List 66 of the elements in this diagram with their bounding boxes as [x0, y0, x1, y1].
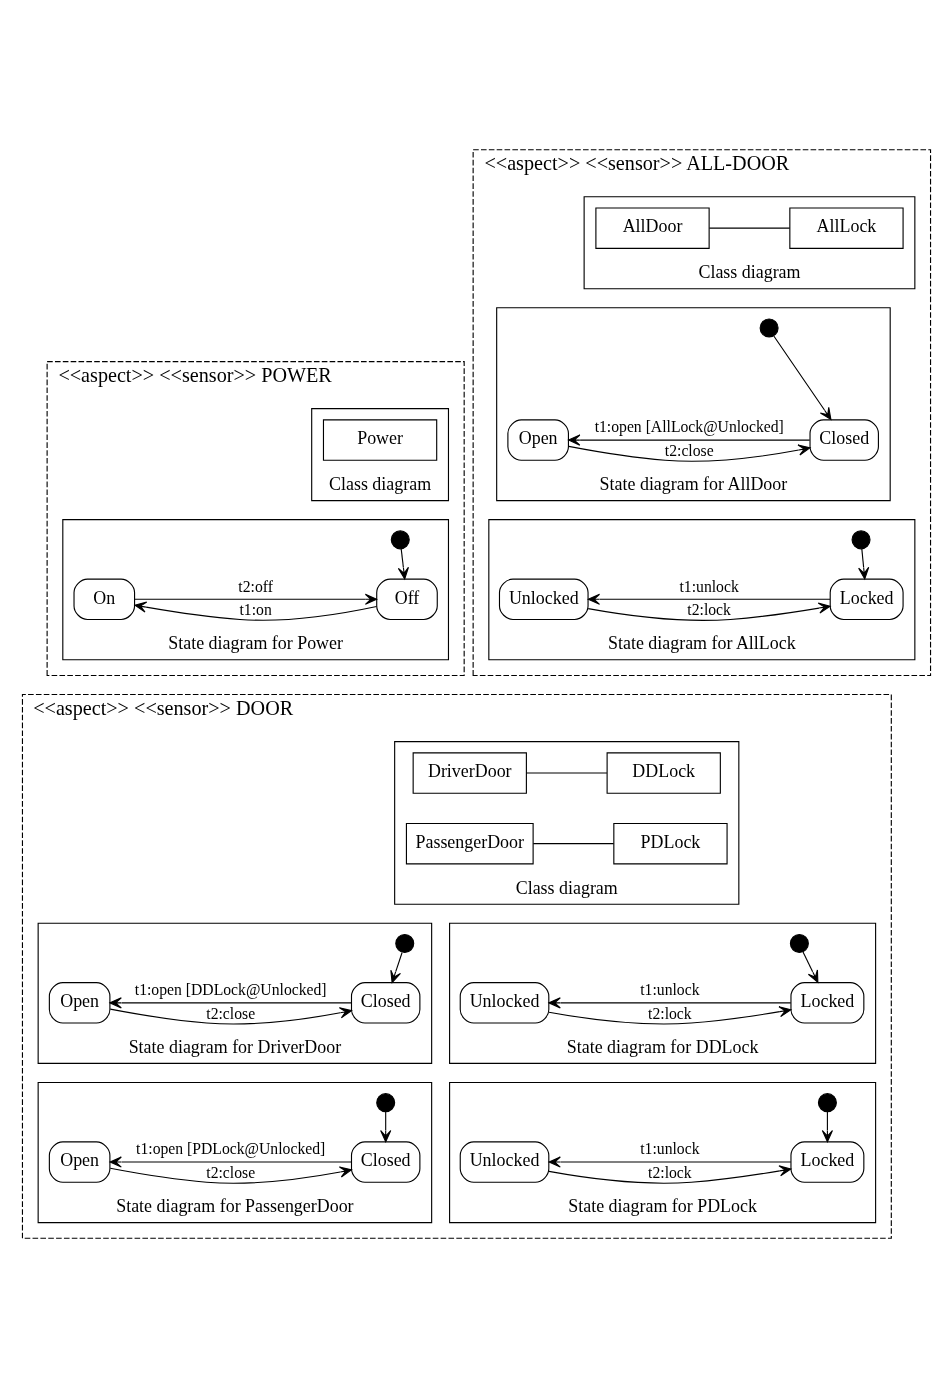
edge-label: t2:close	[205, 1163, 255, 1181]
node-box: AllDoor	[594, 207, 710, 249]
arrow	[109, 1166, 352, 1184]
arrow	[133, 601, 377, 621]
edge-label: t2:close	[664, 441, 714, 459]
arrow	[587, 593, 831, 605]
arrow	[821, 1111, 833, 1143]
arrow	[772, 335, 831, 421]
node-box: Open	[506, 419, 569, 461]
node-circle	[851, 530, 871, 550]
arrow	[567, 444, 810, 462]
node-box: Power	[322, 419, 437, 461]
node-circle	[789, 933, 809, 953]
edge-label: t1:unlock	[639, 981, 700, 999]
arrow	[587, 602, 831, 621]
node-circle	[759, 318, 779, 338]
node-box: Closed	[350, 982, 420, 1024]
edge-label: t2:lock	[647, 1163, 692, 1181]
node-box: PassengerDoor	[405, 822, 534, 865]
node-box: Locked	[789, 1141, 864, 1183]
node-box: Off	[375, 578, 438, 620]
node-box: DDLock	[606, 752, 721, 794]
edge-label: t2:lock	[686, 601, 731, 619]
node-box: Open	[48, 982, 110, 1024]
node-box: Locked	[829, 578, 904, 620]
edge-label: t1:open [PDLock@Unlocked]	[135, 1140, 325, 1158]
node-circle	[390, 530, 410, 550]
arrow	[109, 1156, 352, 1168]
node-box: Closed	[350, 1141, 420, 1183]
node-box: Unlocked	[459, 1141, 549, 1183]
node-box: On	[72, 578, 135, 620]
arrow	[397, 548, 409, 580]
node-box: Open	[48, 1141, 110, 1183]
connector	[532, 843, 614, 845]
arrow	[548, 1156, 791, 1168]
arrow	[802, 951, 818, 983]
edge-label: t2:lock	[647, 1004, 692, 1022]
arrow	[109, 997, 352, 1009]
node-box: AllLock	[788, 207, 904, 249]
edge-label: t1:open [AllLock@Unlocked]	[594, 418, 784, 436]
edge-label: t1:open [DDLock@Unlocked]	[134, 981, 327, 999]
node-box: Closed	[808, 419, 879, 461]
node-box: PDLock	[612, 822, 728, 865]
arrow	[389, 951, 403, 984]
arrow	[547, 1006, 791, 1025]
node-circle	[375, 1093, 395, 1113]
node-box: Unlocked	[498, 578, 589, 620]
edge-label: t1:on	[239, 601, 272, 619]
connector	[708, 227, 790, 229]
node-circle	[817, 1093, 837, 1113]
arrow	[567, 434, 810, 446]
arrow	[548, 997, 791, 1009]
edge-label: t2:off	[237, 577, 273, 595]
edge-label: t1:unlock	[639, 1140, 700, 1158]
arrow	[133, 593, 377, 605]
node-circle	[394, 933, 414, 953]
edge-label: t2:close	[205, 1004, 255, 1022]
node-box: Locked	[789, 982, 864, 1024]
arrow	[109, 1007, 352, 1025]
arrow	[547, 1165, 791, 1184]
arrow	[379, 1111, 391, 1143]
node-box: Unlocked	[459, 982, 549, 1024]
arrow	[857, 548, 869, 580]
node-box: DriverDoor	[412, 752, 527, 794]
connector	[525, 772, 607, 774]
edge-label: t1:unlock	[679, 577, 739, 595]
